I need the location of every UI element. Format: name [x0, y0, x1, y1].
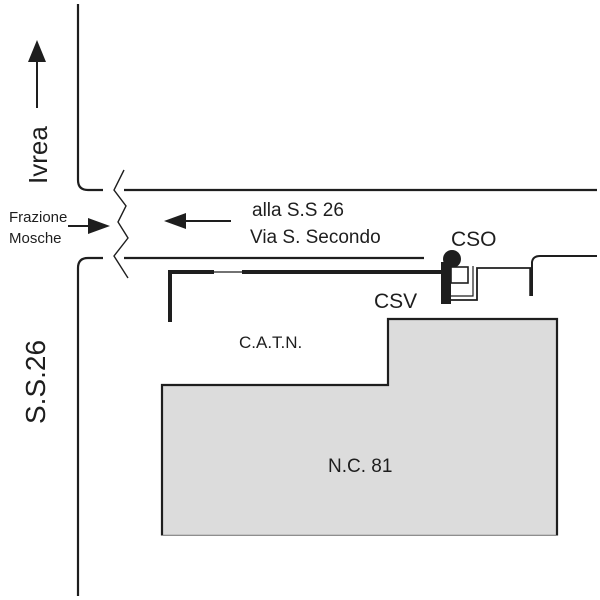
ivrea-arrow-icon	[28, 40, 46, 62]
label-direction-line2: Via S. Secondo	[250, 227, 381, 248]
mosche-arrow-icon	[88, 218, 110, 234]
csv-valve-box	[450, 266, 469, 284]
label-csv: CSV	[374, 290, 417, 313]
direction-arrow-icon	[164, 213, 186, 229]
building-nc81	[160, 317, 559, 538]
csv-pipe-loop	[451, 267, 483, 301]
road-break-symbol	[113, 169, 129, 279]
label-cso: CSO	[451, 228, 497, 251]
label-ss26: S.S.26	[20, 340, 51, 424]
label-mosche: Mosche	[9, 230, 62, 247]
road-ss26-lower-edge	[76, 256, 103, 596]
label-frazione: Frazione	[9, 209, 67, 226]
label-ivrea: Ivrea	[23, 126, 53, 184]
csv-valve-body	[441, 262, 451, 304]
property-fence-right-post	[531, 255, 597, 296]
csv-pipe-loop-inner	[451, 266, 474, 297]
label-catn: C.A.T.N.	[239, 333, 302, 352]
label-nc81: N.C. 81	[328, 456, 392, 477]
label-direction-line1: alla S.S 26	[252, 200, 344, 221]
road-ss26-upper-edge	[76, 4, 103, 192]
property-fence-left	[168, 270, 214, 322]
